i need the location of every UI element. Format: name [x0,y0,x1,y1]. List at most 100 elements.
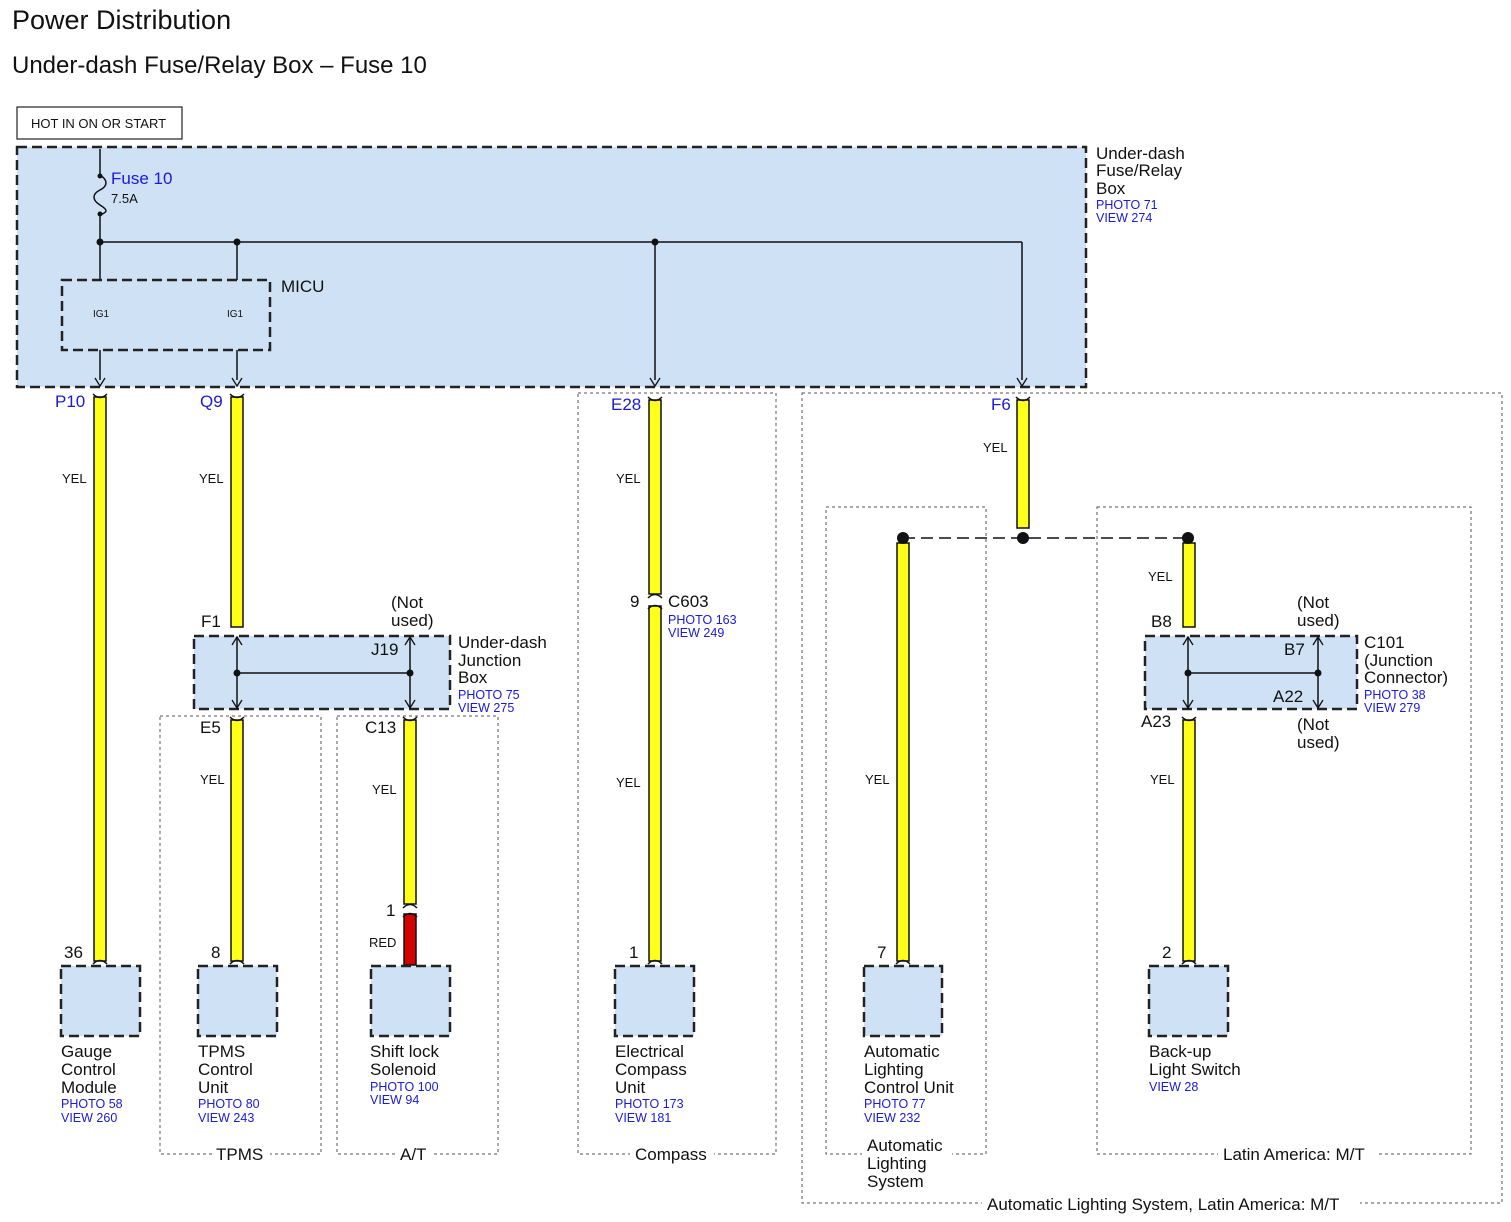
component-tpms-control-unit: 8 TPMS Control Unit PHOTO 80 VIEW 243 [196,943,279,1125]
micu-label: MICU [281,277,324,296]
terminal-e28: E28 [611,395,641,414]
component-name-1: Shift lock [370,1042,439,1061]
c101-name-1: C101 [1364,633,1405,652]
component-name-3: Unit [198,1078,229,1097]
wire-q9-f1 [230,396,244,628]
component-view: VIEW 260 [61,1111,117,1125]
option-area-auto-lighting [825,506,987,1155]
c603-pin: 9 [630,592,639,611]
c101-name-3: Connector) [1364,668,1448,687]
page-title: Power Distribution [12,5,231,35]
option-label-compass: Compass [635,1145,707,1164]
wire-label-c603: YEL [616,775,641,790]
c101-not-used-bottom-1: (Not [1297,715,1329,734]
wire-c603-compass [648,605,662,962]
junction-name-1: Under-dash [458,633,547,652]
wire-label-red: RED [369,935,396,950]
wire-e5-tpms [230,719,244,962]
component-name-2: Compass [615,1060,687,1079]
c101-not-used-top-1: (Not [1297,593,1329,612]
component-gauge-control-module: 36 Gauge Control Module PHOTO 58 VIEW 26… [59,943,142,1125]
component-photo: PHOTO 80 [198,1097,260,1111]
wire-label-c13: YEL [372,782,397,797]
component-name-2: Control [198,1060,253,1079]
splice-point-right [1182,532,1194,544]
component-pin: 8 [211,943,220,962]
wire-e28-c603 [648,399,662,595]
hot-label: HOT IN ON OR START [16,106,183,140]
c603-view: VIEW 249 [668,626,724,640]
splice-point-left [897,532,909,544]
component-name-2: Light Switch [1149,1060,1241,1079]
micu-box [60,278,272,352]
pin-c13: C13 [365,718,396,737]
pin-b8: B8 [1151,612,1172,631]
component-electrical-compass-unit: 1 Electrical Compass Unit PHOTO 173 VIEW… [613,943,696,1125]
wire-label-f6: YEL [983,440,1008,455]
component-name-1: TPMS [198,1042,245,1061]
wire-label-b8: YEL [1148,569,1173,584]
fuse-name: Fuse 10 [111,169,172,188]
fuse-symbol [93,174,107,216]
component-name-1: Automatic [864,1042,940,1061]
option-label-auto-lighting-2: Lighting [867,1154,927,1173]
component-photo: PHOTO 77 [864,1097,926,1111]
component-pin: 2 [1162,943,1171,962]
option-label-auto-lighting-1: Automatic [867,1136,943,1155]
component-back-up-light-switch: 2 Back-up Light Switch VIEW 28 [1147,943,1241,1094]
shift-lock-inline-pin: 1 [386,901,395,920]
fuse-relay-box [15,145,1088,389]
component-view: VIEW 28 [1149,1080,1198,1094]
component-name-3: Unit [615,1078,646,1097]
component-view: VIEW 232 [864,1111,920,1125]
wire-label-q9: YEL [199,471,224,486]
junction-name-3: Box [458,668,488,687]
wire-label-p10: YEL [62,471,87,486]
wire-label-e5: YEL [200,772,225,787]
option-label-tpms: TPMS [216,1145,263,1164]
ig1-left: IG1 [93,309,110,320]
option-label-auto-lighting-3: System [867,1172,924,1191]
c603-name: C603 [668,592,709,611]
component-shift-lock-solenoid: Shift lock Solenoid PHOTO 100 VIEW 94 [369,964,452,1107]
wire-p10-gauge [93,396,107,962]
hot-label-text: HOT IN ON OR START [31,116,166,131]
fuse-box-photo: PHOTO 71 [1096,198,1158,212]
wire-red-shift-lock [403,913,417,966]
component-name-2: Control [61,1060,116,1079]
wire-b8 [1182,542,1196,628]
component-name-3: Module [61,1078,117,1097]
c101-view: VIEW 279 [1364,701,1420,715]
component-photo: PHOTO 173 [615,1097,684,1111]
wire-c13-1 [403,719,417,905]
terminal-p10: P10 [55,392,85,411]
component-view: VIEW 243 [198,1111,254,1125]
fuse-rating: 7.5A [111,191,138,206]
pin-j19: J19 [371,640,398,659]
fuse-box-name-2: Fuse/Relay [1096,161,1182,180]
component-pin: 1 [629,943,638,962]
junction-not-used-2: used) [391,611,434,630]
wire-label-auto-lighting: YEL [865,772,890,787]
component-name-3: Control Unit [864,1078,954,1097]
pin-b7: B7 [1284,640,1305,659]
wire-label-a23: YEL [1150,772,1175,787]
wire-auto-lighting [896,542,910,962]
component-photo: PHOTO 58 [61,1097,123,1111]
fuse-box-name-1: Under-dash [1096,144,1185,163]
fuse-box-view: VIEW 274 [1096,211,1152,225]
ig1-right: IG1 [227,309,244,320]
component-pin: 36 [64,943,83,962]
component-pin: 7 [877,943,886,962]
junction-view: VIEW 275 [458,701,514,715]
wire-a23-backup [1182,719,1196,962]
c101-photo: PHOTO 38 [1364,688,1426,702]
option-label-at: A/T [400,1145,426,1164]
option-label-outer: Automatic Lighting System, Latin America… [987,1195,1339,1214]
c603-photo: PHOTO 163 [668,613,737,627]
c101-name-2: (Junction [1364,651,1433,670]
pin-a23: A23 [1141,712,1171,731]
pin-a22: A22 [1273,687,1303,706]
component-name-1: Back-up [1149,1042,1211,1061]
junction-name-2: Junction [458,651,521,670]
